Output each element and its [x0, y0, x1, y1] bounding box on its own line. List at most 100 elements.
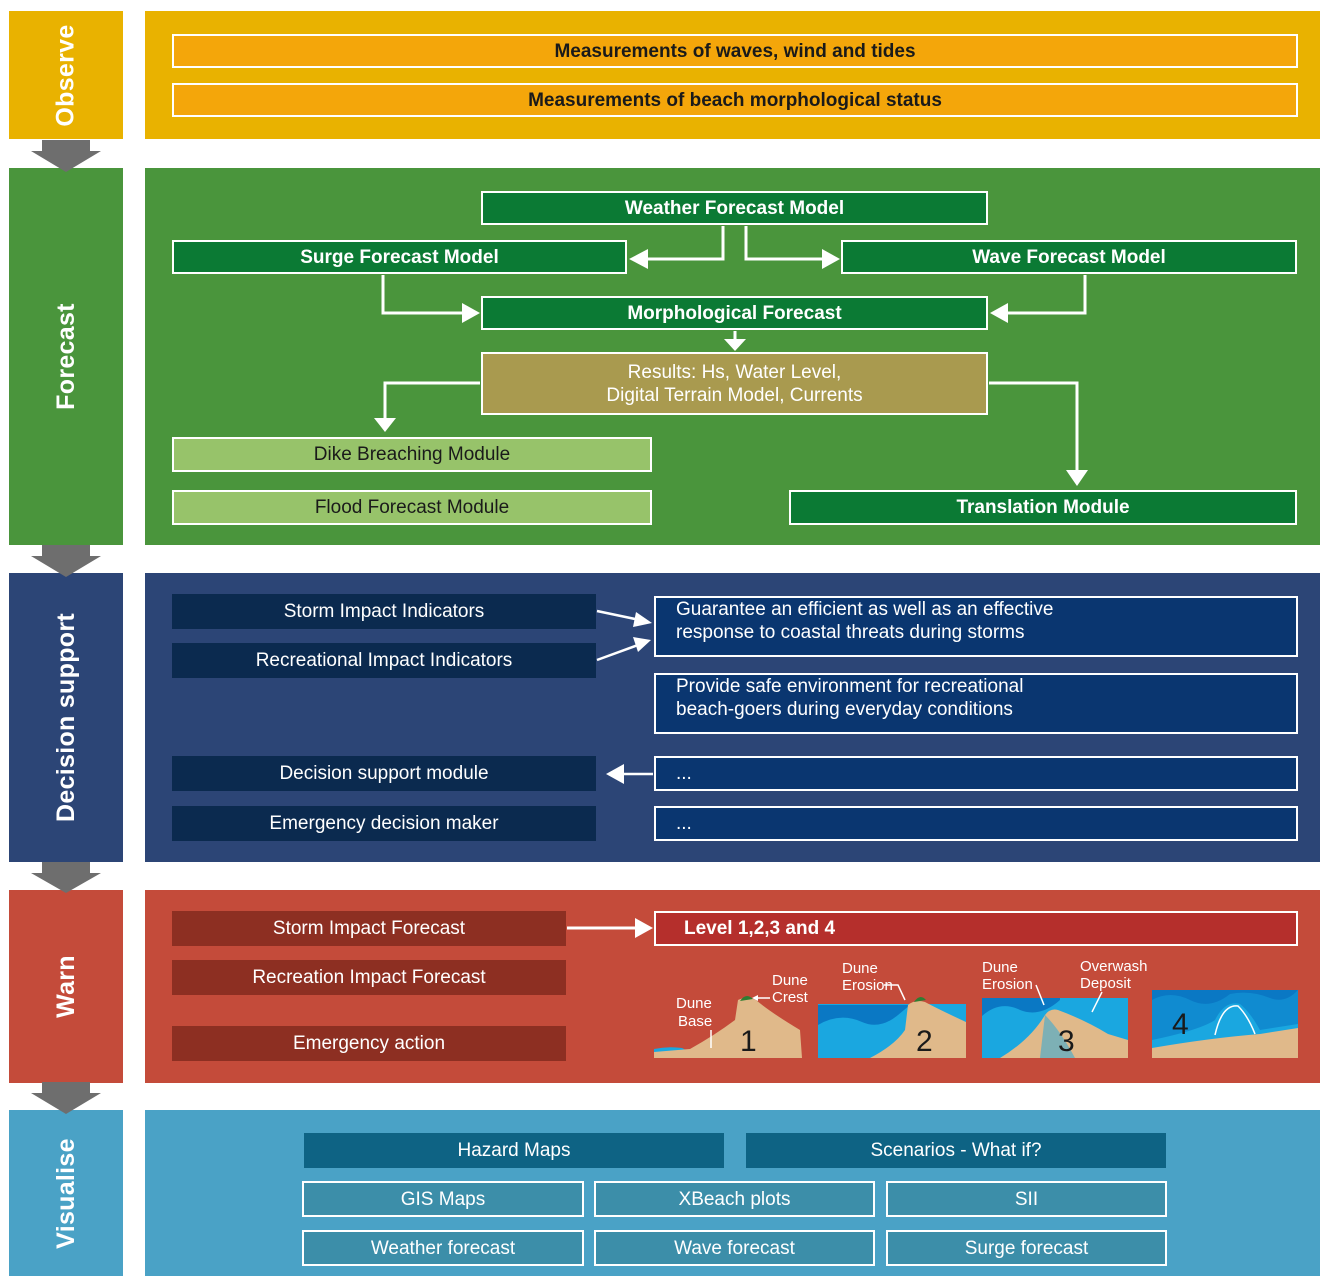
ellipsis-box-1: ...	[654, 756, 1298, 791]
level4-number: 4	[1172, 1008, 1189, 1041]
weather-model-box: Weather Forecast Model	[481, 191, 988, 225]
dike-module-box: Dike Breaching Module	[172, 437, 652, 472]
storm-impact-forecast-box: Storm Impact Forecast	[172, 911, 566, 946]
recreational-indicators-text: Recreational Impact Indicators	[255, 650, 513, 671]
arrowhead-dike	[374, 418, 396, 432]
dike-module-text: Dike Breaching Module	[313, 444, 511, 465]
arrowhead-translation	[1066, 470, 1088, 486]
level1-sand	[654, 998, 802, 1058]
decision-maker-box: Emergency decision maker	[172, 806, 596, 841]
translation-module-text: Translation Module	[956, 497, 1130, 518]
impact-level-3-graphic: 3 Dune Erosion Overwash Deposit	[982, 958, 1148, 1058]
decision-band: Decision support	[9, 573, 123, 862]
beach-status-text: Measurements of beach morphological stat…	[528, 89, 942, 111]
decision-maker-text: Emergency decision maker	[269, 813, 499, 834]
arrowhead-morph-right	[990, 303, 1008, 323]
goal-recreation-line1: Provide safe environment for recreationa…	[676, 676, 1024, 697]
goal-recreation-box: Provide safe environment for recreationa…	[654, 673, 1298, 734]
hazard-maps-text: Hazard Maps	[457, 1140, 571, 1161]
down-arrow-3	[31, 862, 101, 893]
observe-band: Observe	[9, 11, 123, 139]
scenarios-text: Scenarios - What if?	[870, 1140, 1042, 1161]
forecast-band: Forecast	[9, 168, 123, 545]
observe-panel	[145, 11, 1320, 139]
level3-number: 3	[1058, 1025, 1075, 1058]
wave-model-text: Wave Forecast Model	[972, 246, 1166, 268]
results-to-dike-line	[383, 381, 480, 420]
down-arrow-1	[31, 140, 101, 172]
impact-level-4-graphic: 4	[1152, 990, 1298, 1058]
surge-forecast-text: Surge forecast	[964, 1237, 1089, 1259]
level1-crest-label-1: Dune	[772, 972, 808, 989]
level2-erosion-label-2: Erosion	[842, 977, 893, 994]
level2-sand	[818, 1001, 966, 1058]
level2-number: 2	[916, 1025, 933, 1058]
morph-forecast-text: Morphological Forecast	[627, 302, 842, 324]
storm-impact-forecast-text: Storm Impact Forecast	[272, 918, 466, 939]
results-line2: Digital Terrain Model, Currents	[606, 384, 863, 406]
wave-forecast-box: Wave forecast	[594, 1230, 875, 1266]
goal-storms-box: Guarantee an efficient as well as an eff…	[654, 596, 1298, 657]
translation-module-box: Translation Module	[789, 490, 1297, 525]
wave-model-box: Wave Forecast Model	[841, 240, 1297, 274]
waves-wind-tides-text: Measurements of waves, wind and tides	[554, 40, 916, 62]
weather-forecast-box: Weather forecast	[302, 1230, 584, 1266]
ellipsis-text-1: ...	[676, 763, 692, 784]
decision-module-text: Decision support module	[279, 763, 489, 784]
weather-to-surge-line	[648, 226, 725, 261]
down-arrow-2	[31, 545, 101, 577]
flood-module-text: Flood Forecast Module	[314, 497, 510, 518]
level3-erosion-label-2: Erosion	[982, 976, 1033, 993]
emergency-action-box: Emergency action	[172, 1026, 566, 1061]
sii-box: SII	[886, 1181, 1167, 1217]
level2-erosion-label-1: Dune	[842, 960, 878, 977]
recreational-indicators-box: Recreational Impact Indicators	[172, 643, 596, 678]
results-line1: Results: Hs, Water Level,	[627, 361, 842, 383]
storm-indicators-text: Storm Impact Indicators	[283, 601, 485, 622]
level1-base-label-1: Dune	[676, 995, 712, 1012]
arrowhead-morph-left	[462, 303, 480, 323]
level1-number: 1	[740, 1025, 757, 1058]
scenarios-box: Scenarios - What if?	[746, 1133, 1166, 1168]
gis-maps-box: GIS Maps	[302, 1181, 584, 1217]
storm-ind-arrowhead	[633, 612, 652, 627]
results-to-translation-line	[989, 381, 1079, 472]
goal-recreation-line2: beach-goers during everyday conditions	[676, 699, 1013, 720]
storm-to-levels-arrowhead	[635, 918, 653, 938]
down-arrow-4	[31, 1082, 101, 1114]
level3-wave	[982, 998, 1060, 1016]
emergency-action-text: Emergency action	[292, 1033, 446, 1054]
level3-overwash-label-1: Overwash	[1080, 958, 1148, 975]
arrowhead-wave	[822, 249, 840, 269]
levels-text: Level 1,2,3 and 4	[684, 918, 836, 939]
ellipsis-box-2: ...	[654, 806, 1298, 841]
waves-wind-tides-box: Measurements of waves, wind and tides	[172, 34, 1298, 68]
morph-forecast-box: Morphological Forecast	[481, 296, 988, 330]
rec-ind-arrowhead	[633, 637, 651, 652]
results-box: Results: Hs, Water Level, Digital Terrai…	[481, 352, 988, 415]
surge-forecast-box: Surge forecast	[886, 1230, 1167, 1266]
sii-text: SII	[1014, 1188, 1039, 1210]
ellipsis-text-2: ...	[676, 813, 692, 834]
recreation-impact-forecast-box: Recreation Impact Forecast	[172, 960, 566, 995]
storm-ind-arrow-line	[596, 609, 641, 622]
impact-level-1-graphic: 1 Dune Base Dune Crest	[654, 972, 809, 1058]
recreation-impact-forecast-text: Recreation Impact Forecast	[252, 967, 486, 988]
level4-water-body	[1152, 990, 1298, 1040]
wave-to-morph-line	[1008, 275, 1087, 315]
surge-model-box: Surge Forecast Model	[172, 240, 627, 274]
weather-forecast-text: Weather forecast	[370, 1237, 516, 1259]
hazard-maps-box: Hazard Maps	[304, 1133, 724, 1168]
level1-crest-label-2: Crest	[772, 989, 809, 1006]
weather-to-wave-line	[744, 226, 822, 261]
flood-module-box: Flood Forecast Module	[172, 490, 652, 525]
wave-forecast-text: Wave forecast	[674, 1237, 795, 1259]
surge-model-text: Surge Forecast Model	[300, 246, 499, 268]
warn-band: Warn	[9, 890, 123, 1083]
decision-module-box: Decision support module	[172, 756, 596, 791]
module-arrowhead	[606, 764, 624, 784]
